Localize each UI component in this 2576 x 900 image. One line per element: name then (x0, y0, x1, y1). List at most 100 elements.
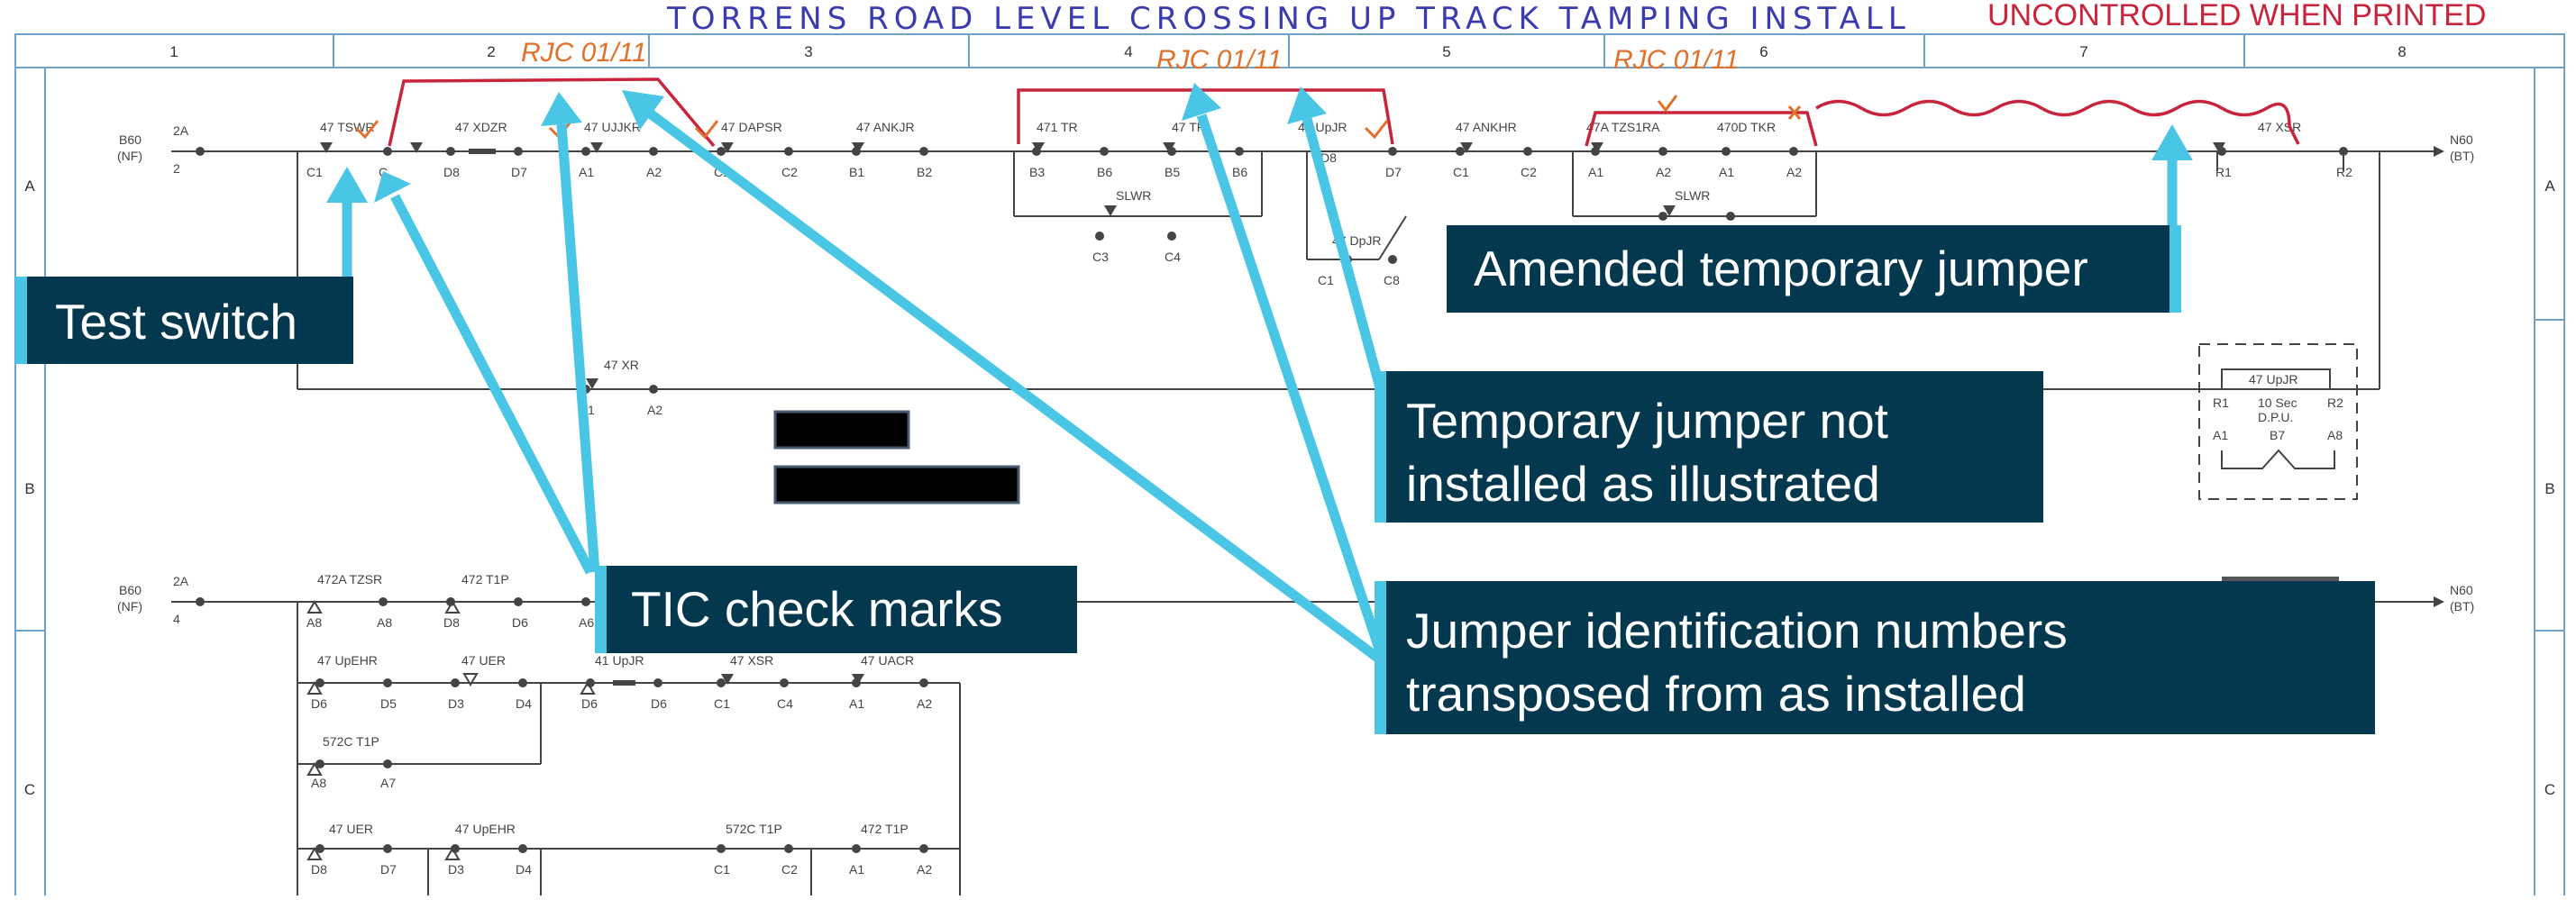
callout-tic-marks: TIC check marks (595, 566, 1077, 653)
terminal-label: A2 (917, 696, 932, 711)
callout-text: Jumper identification numbers (1406, 603, 2068, 659)
supply-label: (BT) (2450, 149, 2474, 163)
terminal-label: C4 (777, 696, 793, 711)
terminal-label: A6 (579, 615, 594, 630)
terminal-label: A7 (380, 776, 396, 790)
terminal-label: D8 (311, 862, 327, 877)
contact-label: 472 T1P (861, 822, 909, 836)
col-label: 1 (169, 43, 178, 60)
terminal-label: D7 (380, 862, 397, 877)
terminal-label: C4 (1165, 250, 1181, 264)
relay-label: SLWR (1116, 188, 1151, 203)
contact-label: 47 XDZR (455, 120, 507, 134)
initials: RJC 01/11 (1613, 45, 1740, 75)
terminal-label: A1 (849, 696, 864, 711)
fuse-label: 4 (173, 612, 180, 626)
supply-label: N60 (2450, 132, 2473, 147)
terminal-label: D7 (511, 165, 527, 179)
terminal-label: C1 (1453, 165, 1469, 179)
contact-label: 471 TR (1037, 120, 1078, 134)
terminal-label: C2 (781, 165, 798, 179)
terminal-label: A8 (306, 615, 322, 630)
callout-arrows (326, 83, 2193, 667)
callout-jumper-not-installed: Temporary jumper not installed as illust… (1375, 371, 2043, 523)
col-label: 6 (1759, 43, 1768, 60)
contact-label: 47 UpEHR (317, 653, 378, 668)
terminal-label: C1 (1318, 273, 1334, 287)
terminal-label: A1 (1719, 165, 1734, 179)
contact-label: 572C T1P (726, 822, 782, 836)
timer-relay-box: 47 UpJR 10 Sec D.P.U. R1 R2 A1 B7 A8 (2198, 343, 2358, 500)
terminal-label: C1 (306, 165, 323, 179)
terminal-label: D6 (651, 696, 667, 711)
terminal-label: R2 (2327, 395, 2343, 410)
contact-label: 470D TKR (1717, 120, 1776, 134)
contact-label: 47 UER (461, 653, 506, 668)
contact-label: 47 TR (1172, 120, 1206, 134)
circuit-2-labels: B60 (NF) 2A 4 N60 (BT) 472A TZSR 472 T1P… (117, 572, 2474, 877)
relay-label: SLWR (1675, 188, 1710, 203)
callout-text: installed as illustrated (1406, 456, 1880, 512)
row-labels: A B C A B C (24, 177, 2555, 798)
contact-label: 41 UpJR (595, 653, 644, 668)
terminal-label: A1 (849, 862, 864, 877)
timer-line2: D.P.U. (2258, 410, 2293, 424)
terminal-label: D6 (512, 615, 528, 630)
terminal-label: A8 (377, 615, 392, 630)
terminal-label: A2 (1656, 165, 1671, 179)
terminal-label: R1 (2213, 395, 2229, 410)
terminal-label: C2 (1521, 165, 1537, 179)
relay-label: 47 XR (604, 358, 639, 372)
col-label: 2 (487, 43, 495, 60)
terminal-label: C1 (714, 696, 730, 711)
initials: RJC 01/11 (521, 38, 647, 68)
contact-label: 472 T1P (461, 572, 509, 586)
terminal-label: A2 (1786, 165, 1802, 179)
terminal-label: D6 (311, 696, 327, 711)
fuse-label: 2 (173, 161, 180, 176)
column-labels: 1 2 3 4 5 6 7 8 (169, 43, 2406, 60)
contact-label: 47 ANKHR (1456, 120, 1517, 134)
terminal-label: A2 (647, 403, 662, 417)
callout-text: Temporary jumper not (1406, 393, 1888, 449)
circuit-2-nodes (196, 596, 2444, 853)
drawing-frame (14, 33, 2565, 900)
terminal-label: R1 (2215, 165, 2232, 179)
row-label: C (2544, 781, 2555, 798)
contact-label: 47 DAPSR (721, 120, 782, 134)
contact-label: 47 XSR (730, 653, 773, 668)
terminal-label: D5 (380, 696, 397, 711)
terminal-label: A2 (917, 862, 932, 877)
terminal-label: A2 (646, 165, 662, 179)
callout-text: Test switch (55, 294, 297, 350)
col-label: 3 (804, 43, 812, 60)
redaction-block (773, 410, 910, 450)
terminal-label: B1 (849, 165, 864, 179)
callout-amended-jumper: Amended temporary jumper (1447, 225, 2181, 313)
terminal-label: B2 (917, 165, 932, 179)
initials: RJC 01/11 (1156, 45, 1283, 75)
terminal-label: D8 (443, 165, 460, 179)
contact-label: 47A TZS1RA (1586, 120, 1660, 134)
supply-label: B60 (119, 583, 142, 597)
terminal-label: R2 (2336, 165, 2352, 179)
contact-label: 572C T1P (323, 734, 379, 749)
terminal-label: A8 (2327, 428, 2343, 442)
row-label: B (2544, 480, 2554, 497)
terminal-label: B6 (1232, 165, 1247, 179)
supply-label: (NF) (117, 149, 142, 163)
terminal-label: B5 (1165, 165, 1180, 179)
circuit-2-open-triangles (306, 600, 596, 860)
terminal-label: C8 (1384, 273, 1400, 287)
contact-label: 47 ANKJR (856, 120, 915, 134)
contact-label: 47 TSWR (320, 120, 374, 134)
terminal-label: B3 (1029, 165, 1045, 179)
terminal-label: 1 (588, 403, 595, 417)
col-label: 8 (2398, 43, 2406, 60)
fuse-label: 2A (173, 574, 189, 588)
callout-text: Amended temporary jumper (1474, 241, 2088, 296)
terminal-label: D4 (516, 696, 532, 711)
row-label: A (24, 177, 35, 195)
fuse-label: 2A (173, 123, 189, 138)
